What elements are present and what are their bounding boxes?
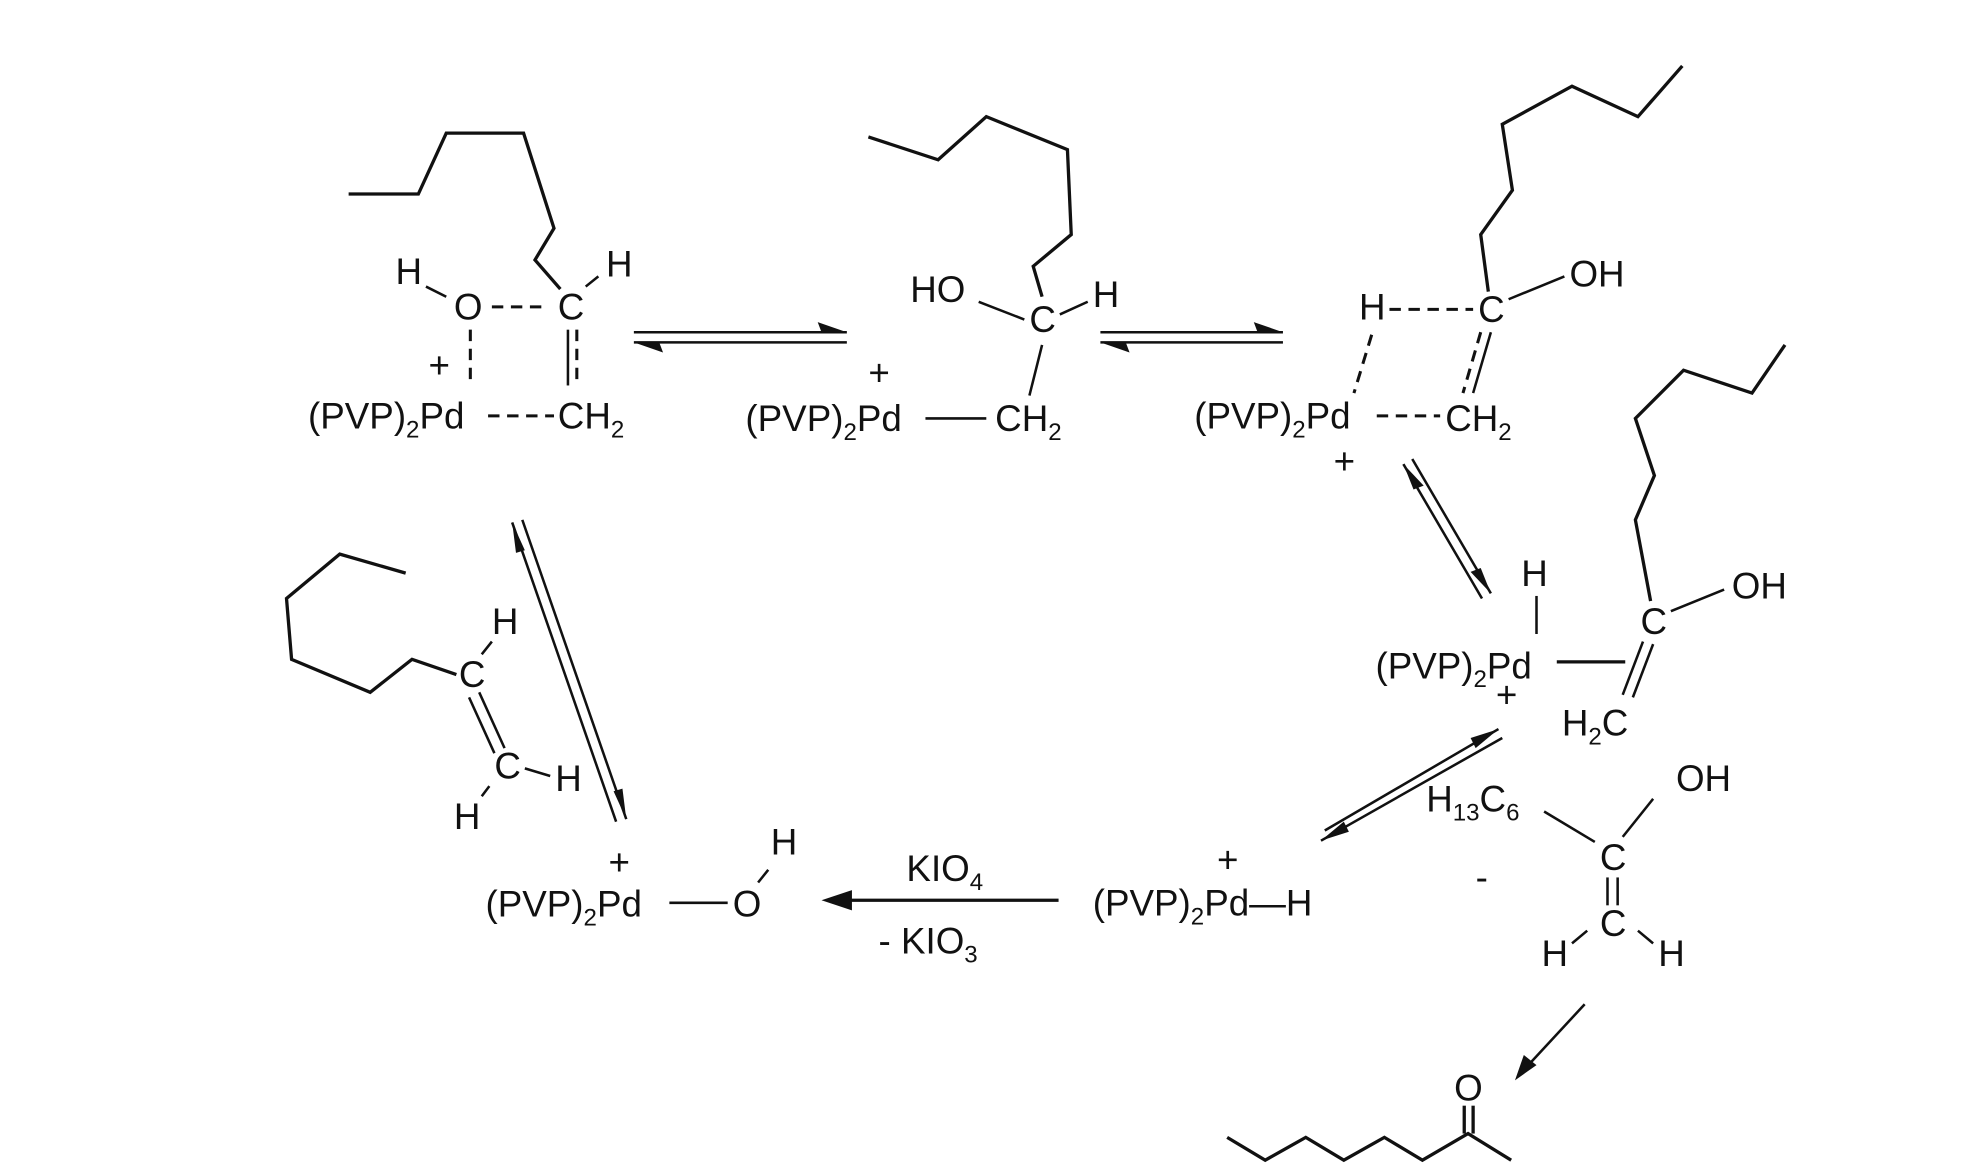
equilibrium-arrow <box>1320 727 1503 842</box>
enol: H13C6 C OH - C H H <box>1426 758 1731 974</box>
pd-complex-label: (PVP)2Pd—H <box>1093 882 1313 930</box>
intermediate-3: H C OH (PVP)2Pd CH2 + <box>1194 64 1684 482</box>
hexyl-chain <box>1479 64 1684 292</box>
pd-complex-label: (PVP)2Pd <box>1194 396 1350 444</box>
atom-h: H <box>454 796 481 837</box>
reagent-label: KIO4 <box>906 848 983 896</box>
atom-c: C <box>459 654 486 695</box>
intermediate-2: HO C H + (PVP)2Pd CH2 <box>745 114 1120 446</box>
charge-plus: + <box>1334 441 1355 482</box>
charge-plus: + <box>428 345 449 386</box>
charge-plus: + <box>1217 839 1238 880</box>
intermediate-4: H (PVP)2Pd + C OH H2C <box>1376 343 1787 750</box>
atom-c: C <box>1029 299 1056 340</box>
hydroxyl-label: HO <box>910 269 965 310</box>
h2c-label: H2C <box>1562 702 1628 750</box>
reaction-arrow <box>1514 1003 1586 1081</box>
pd-complex-label: (PVP)2Pd <box>308 396 464 444</box>
ketone-skeleton <box>1226 1131 1513 1163</box>
hydroxyl-label: OH <box>1569 254 1624 295</box>
hydroxyl-label: OH <box>1732 565 1787 606</box>
atom-h: H <box>396 251 423 292</box>
atom-h: H <box>1521 553 1548 594</box>
atom-c: C <box>558 287 585 328</box>
oxidation-arrow: KIO4 - KIO3 <box>821 848 1059 969</box>
atom-o: O <box>733 884 762 925</box>
hexyl-chain <box>284 552 457 695</box>
ch2-label: CH2 <box>1445 398 1511 446</box>
charge-plus: + <box>1496 675 1517 716</box>
atom-h: H <box>555 758 582 799</box>
equilibrium-arrow <box>1100 322 1283 353</box>
atom-c: C <box>1478 289 1505 330</box>
equilibrium-arrow <box>633 322 847 353</box>
atom-c: C <box>1600 837 1627 878</box>
charge-minus: - <box>1476 857 1488 898</box>
atom-h: H <box>1658 933 1685 974</box>
charge-plus: + <box>868 352 889 393</box>
pd-hydride: + (PVP)2Pd—H <box>1093 839 1313 930</box>
equilibrium-arrow <box>510 519 628 823</box>
atom-c: C <box>494 746 521 787</box>
atom-h: H <box>771 822 798 863</box>
product-2-octanone: O <box>1226 1068 1513 1163</box>
atom-o: O <box>454 287 483 328</box>
pd-complex-label: (PVP)2Pd <box>1376 645 1532 693</box>
hexyl-chain <box>867 114 1073 298</box>
equilibrium-arrow <box>1402 458 1492 600</box>
atom-h: H <box>492 601 519 642</box>
pd-complex-label: (PVP)2Pd <box>486 884 642 932</box>
charge-plus: + <box>609 842 630 883</box>
hexyl-chain <box>1633 343 1787 602</box>
hexyl-chain <box>348 131 562 291</box>
atom-c: C <box>1640 601 1667 642</box>
ch2-label: CH2 <box>558 396 624 444</box>
1-octene: C H C H H <box>284 552 582 837</box>
pd-hydroxide: + (PVP)2Pd O H <box>486 822 798 932</box>
hexyl-label: H13C6 <box>1426 779 1519 827</box>
atom-o: O <box>1454 1068 1483 1109</box>
byproduct-label: - KIO3 <box>879 921 978 969</box>
atom-h: H <box>606 243 633 284</box>
intermediate-1: H O C H + (PVP)2Pd CH2 <box>308 131 633 444</box>
ch2-label: CH2 <box>995 398 1061 446</box>
atom-h: H <box>1542 933 1569 974</box>
atom-c: C <box>1600 903 1627 944</box>
atom-h: H <box>1093 274 1120 315</box>
atom-h: H <box>1359 287 1386 328</box>
pd-complex-label: (PVP)2Pd <box>745 398 901 446</box>
hydroxyl-label: OH <box>1676 758 1731 799</box>
